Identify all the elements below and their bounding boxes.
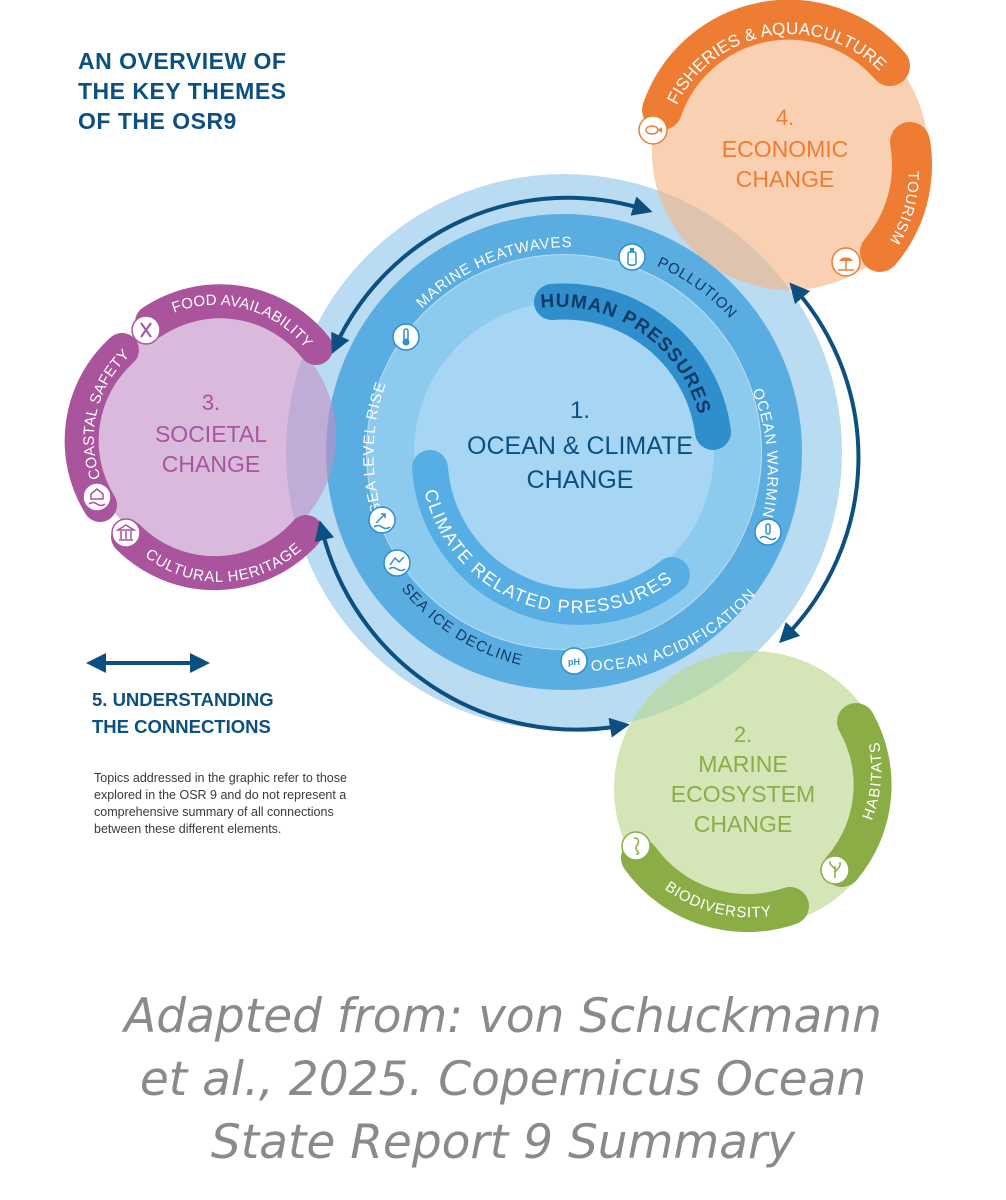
center-title-line1: OCEAN & CLIMATE (467, 432, 693, 460)
disclaimer-note: Topics addressed in the graphic refer to… (94, 771, 347, 836)
economic-disc (652, 14, 928, 290)
societal-disc (88, 312, 336, 560)
arrow-center-economic (331, 195, 653, 355)
seahorse-icon (621, 831, 651, 861)
thermometer-icon (392, 323, 420, 351)
fork-knife-icon (131, 315, 161, 345)
museum-icon (111, 518, 141, 548)
tourism-band (860, 122, 932, 272)
arrow-economic-marine (779, 282, 861, 644)
title-line: THE KEY THEMES (78, 78, 287, 104)
bottle-icon (618, 243, 646, 271)
house-icon (82, 482, 112, 512)
societal-title-line1: SOCIETAL (155, 421, 267, 447)
economic-change-group: FISHERIES & AQUACULTURE TOURISM 4. ECONO… (638, 0, 932, 290)
marine-number: 2. (734, 722, 752, 747)
ice-icon (383, 549, 411, 577)
coral-icon (820, 855, 850, 885)
temperature-water-icon (754, 518, 782, 546)
source-caption: Adapted from: von Schuckmann et al., 202… (0, 985, 1006, 1174)
caption-line: et al., 2025. Copernicus Ocean (139, 1052, 867, 1107)
title-line: AN OVERVIEW OF (78, 48, 287, 74)
economic-title-line1: ECONOMIC (722, 136, 849, 162)
fish-icon (638, 115, 668, 145)
connections-line2: THE CONNECTIONS (92, 716, 271, 737)
heritage-band (111, 515, 323, 591)
societal-change-group: FOOD AVAILABILITY COASTAL SAFETY CULTURA… (64, 284, 336, 591)
caption-line: State Report 9 Summary (210, 1115, 796, 1170)
societal-title-line2: CHANGE (162, 451, 260, 477)
svg-text:pH: pH (568, 657, 580, 667)
marine-ecosystem-group: HABITATS BIODIVERSITY 2. MARINE ECOSYSTE… (614, 651, 892, 933)
economic-number: 4. (776, 105, 794, 130)
center-number: 1. (570, 397, 590, 424)
connections-legend-label: 5. UNDERSTANDING THE CONNECTIONS (92, 686, 274, 740)
page-title: AN OVERVIEW OF THE KEY THEMES OF THE OSR… (78, 46, 287, 136)
center-title-line2: CHANGE (527, 466, 634, 494)
economic-title-line2: CHANGE (736, 166, 834, 192)
beach-umbrella-icon (831, 247, 861, 277)
osr9-themes-diagram: HUMAN PRESSURES CLIMATE RELATED PRESSURE… (64, 0, 932, 933)
sea-level-icon (368, 506, 396, 534)
arrow-marine-societal (314, 520, 630, 738)
ph-icon: pH (560, 647, 588, 675)
connections-line1: 5. UNDERSTANDING (92, 689, 274, 710)
fisheries-band (642, 0, 910, 130)
marine-disc (614, 651, 890, 927)
title-line: OF THE OSR9 (78, 108, 237, 134)
marine-title-line1: MARINE (698, 751, 787, 777)
biodiversity-band (621, 839, 809, 933)
marine-title-line2: ECOSYSTEM (671, 781, 815, 807)
connection-arrows (86, 195, 861, 738)
caption-line: Adapted from: von Schuckmann (124, 989, 882, 1044)
societal-number: 3. (202, 390, 220, 415)
marine-title-line3: CHANGE (694, 811, 792, 837)
food-band (135, 284, 333, 365)
habitats-band (823, 703, 892, 887)
